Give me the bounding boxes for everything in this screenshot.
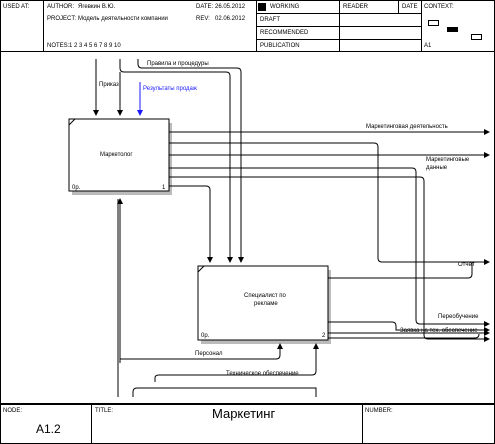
arrow-box1-to-box2 [169,185,213,263]
diagram-title: Маркетинг [212,406,276,421]
arrow-personnel-box2 [120,343,283,360]
box1-cost: 0р. [72,185,81,191]
title-label: TITLE: [95,408,114,414]
notes-label: NOTES: [47,43,70,49]
node-value: A1.2 [36,422,61,436]
label-tech-support: Техническое обеспечение [226,371,299,377]
status-draft: DRAFT [260,17,280,23]
footer-divider [362,404,363,444]
node-label: NODE: [3,408,23,414]
header-divider [256,39,421,40]
arrow-rules-top [137,59,244,263]
rev-value: 02.06.2012 [215,16,246,22]
function-box-1[interactable] [68,118,172,195]
arrow-box1-feed-3 [169,176,490,342]
arrow-box2-retraining [328,321,490,333]
header-divider [43,0,44,52]
label-retraining: Переобучение [438,314,479,320]
box2-number: 2 [322,333,326,339]
header-divider [398,0,399,13]
label-report: Отчёт [458,262,475,268]
working-status-marker [258,3,266,11]
header-divider [421,0,422,52]
author-label: AUTHOR: [47,4,74,10]
arrow-box1-feed-2 [169,167,490,327]
project-value: Модель деятельности компании [78,16,168,22]
label-marketing-activity: Маркетинговая деятельность [366,124,448,130]
reader-date-label: DATE [402,4,418,10]
arrow-box2-report [328,262,473,279]
footer-divider [91,404,92,444]
notes-value: 1 2 3 4 5 6 7 8 9 10 [69,43,121,49]
author-value: Ягевкин В.Ю. [78,4,116,10]
label-marketing-data-1: Маркетинговые [426,157,470,163]
box2-title-line2: рекламе [254,301,278,307]
status-working: WORKING [270,4,300,10]
project-label: PROJECT: [47,16,77,22]
label-order: Приказ [99,82,119,88]
context-box-icon [428,20,439,26]
label-personnel: Персонал [195,351,223,357]
header-divider [256,26,421,27]
box1-number: 1 [162,185,166,191]
rev-label: REV: [196,16,210,22]
diagram-frame [0,52,495,404]
context-node: A1 [424,43,432,49]
function-box-2[interactable] [197,265,331,344]
label-rules: Правила и процедуры [147,61,209,67]
box2-cost: 0р. [201,333,210,339]
label-sales-results: Результаты продаж [143,86,197,92]
arrow-box1-feed [169,142,490,265]
header-divider [256,13,421,14]
arrow-techsupport-line [154,343,319,382]
arrow-rules-box1 [119,59,233,263]
date-label: DATE: [196,4,214,10]
label-tech-request: Заявка на тех. обеспечение [400,328,478,334]
label-marketing-data-2: данные [426,165,448,171]
context-box-icon [447,27,458,32]
number-label: NUMBER: [365,408,393,414]
arrow-techsupport-low [132,387,317,397]
arrow-box2-techreq-2 [328,333,480,339]
context-box-icon [471,34,482,40]
context-label: CONTEXT: [424,4,454,10]
box2-title-line1: Специалист по [244,293,286,299]
status-recommended: RECOMMENDED [260,30,309,36]
date-value: 26.05.2012 [215,4,246,10]
box1-title: Маркетолог [100,152,133,158]
used-at-label: USED AT: [3,4,30,10]
status-publication: PUBLICATION [260,43,300,49]
reader-label: READER [343,4,369,10]
